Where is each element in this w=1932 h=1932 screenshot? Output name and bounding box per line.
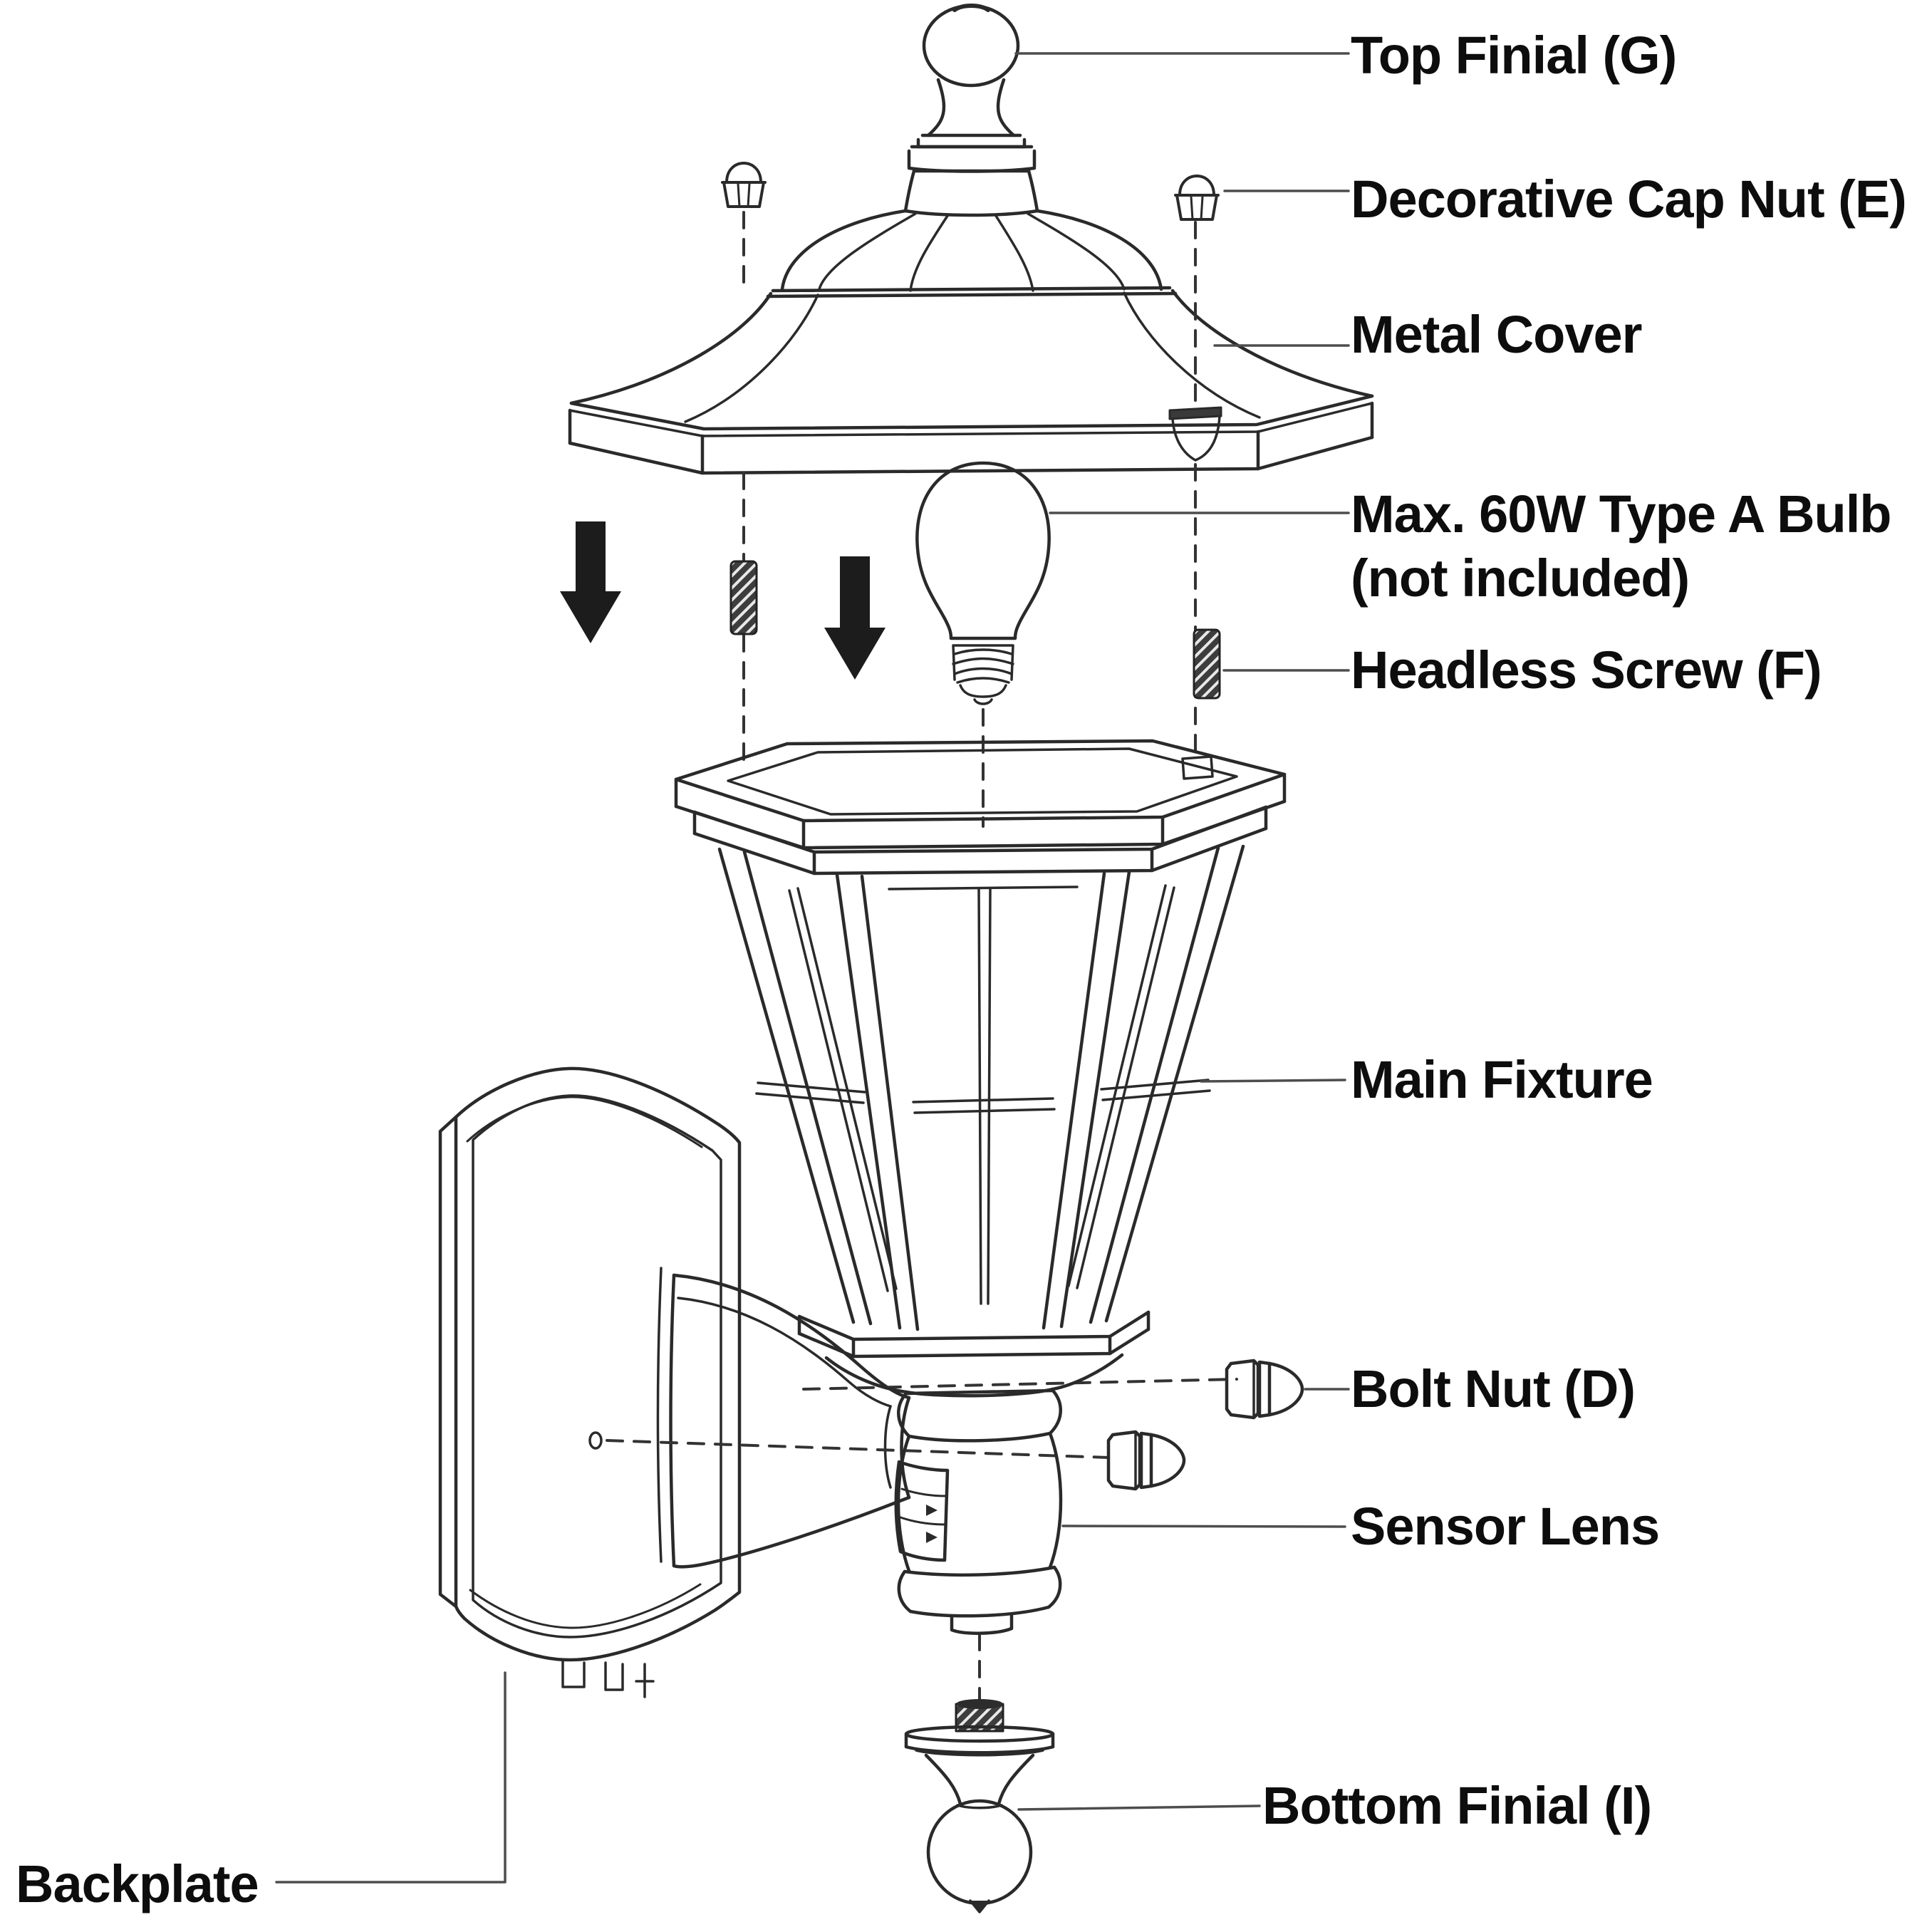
label-sensor-lens: Sensor Lens xyxy=(1351,1497,1660,1556)
label-bulb-line1: Max. 60W Type A Bulb xyxy=(1351,484,1891,544)
sensor-body-drawing xyxy=(894,1388,1063,1635)
label-decorative-cap-nut: Decorative Cap Nut (E) xyxy=(1351,170,1907,229)
headless-screw-right-drawing xyxy=(1193,628,1221,700)
label-headless-screw: Headless Screw (F) xyxy=(1351,640,1822,700)
decorative-cap-nut-right-drawing xyxy=(1174,175,1220,221)
backplate-drawing xyxy=(438,1066,742,1698)
label-metal-cover: Metal Cover xyxy=(1351,305,1642,364)
main-fixture-drawing xyxy=(674,739,1287,1398)
bottom-finial-drawing xyxy=(904,1699,1055,1913)
bolt-nut-lower-drawing xyxy=(1106,1430,1186,1491)
down-arrow-right-icon xyxy=(824,556,886,680)
label-bulb-line2: (not included) xyxy=(1351,549,1690,608)
leader-lines xyxy=(275,52,1350,1884)
down-arrow-left-icon xyxy=(560,521,621,643)
label-top-finial: Top Finial (G) xyxy=(1351,26,1677,85)
label-bolt-nut: Bolt Nut (D) xyxy=(1351,1359,1636,1418)
label-backplate: Backplate xyxy=(16,1854,259,1913)
top-finial-drawing xyxy=(907,4,1037,173)
bolt-nut-upper-drawing xyxy=(1225,1359,1304,1420)
sensor-lens-drawing xyxy=(894,1460,950,1562)
mounting-arm-drawing xyxy=(656,1267,911,1569)
metal-cover-drawing xyxy=(568,169,1374,475)
label-main-fixture: Main Fixture xyxy=(1351,1050,1653,1109)
light-bulb-drawing xyxy=(915,461,1051,705)
decorative-cap-nut-left-drawing xyxy=(721,162,767,208)
label-bulb: Max. 60W Type A Bulb (not included) xyxy=(1351,482,1891,611)
label-bottom-finial: Bottom Finial (I) xyxy=(1262,1776,1652,1835)
headless-screw-left-drawing xyxy=(729,560,758,635)
